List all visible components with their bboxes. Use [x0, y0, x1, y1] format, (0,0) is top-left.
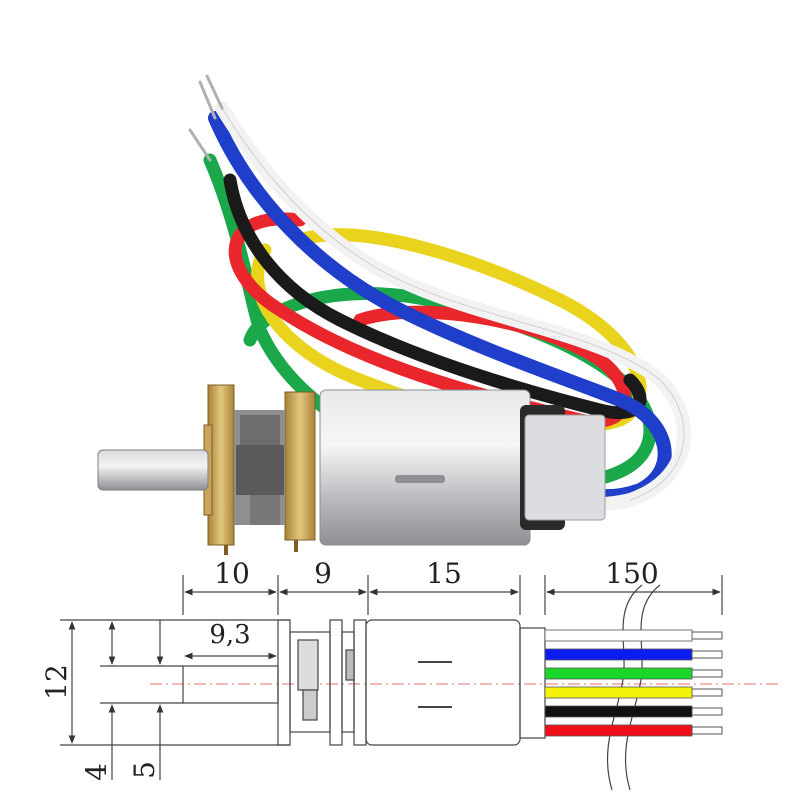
- label-shaft-offset: 4: [80, 763, 113, 781]
- label-gear-plate-length: 9: [314, 557, 332, 590]
- wire-pin: [691, 726, 723, 735]
- label-wire-length: 150: [605, 557, 658, 590]
- wire-pin: [691, 707, 723, 716]
- black-wire-icon: [544, 705, 693, 718]
- motor-can: [319, 389, 606, 546]
- technical-drawing: [60, 575, 780, 791]
- drawing-motor: [365, 619, 521, 746]
- label-gearbox-length: 10: [214, 557, 250, 590]
- label-shaft-length: 9,3: [209, 620, 250, 650]
- white-wire-icon: [544, 629, 693, 642]
- wire-tip: [205, 74, 224, 110]
- green-wire-loop: [203, 153, 657, 489]
- red-wire-icon: [544, 724, 693, 737]
- drawing-wire-bars: [544, 629, 723, 737]
- label-motor-length: 15: [426, 557, 462, 590]
- wire-pin: [691, 650, 723, 659]
- wire-pin: [691, 631, 723, 640]
- gearbox: [203, 384, 316, 555]
- label-height: 12: [40, 664, 73, 700]
- drawing-shaft: [182, 665, 279, 704]
- wire-tip: [198, 80, 217, 120]
- blue-wire-icon: [544, 648, 693, 661]
- output-shaft: [97, 449, 209, 491]
- label-shaft-height: 5: [128, 761, 161, 779]
- dimension-labels: 10 9 15 150 9,3 12 4 5: [40, 557, 659, 781]
- yellow-wire-icon: [544, 686, 693, 699]
- green-wire-icon: [544, 667, 693, 680]
- motor-photo: [97, 74, 691, 555]
- wire-pin: [691, 688, 723, 697]
- wire-tip: [188, 128, 212, 162]
- wire-pin: [691, 669, 723, 678]
